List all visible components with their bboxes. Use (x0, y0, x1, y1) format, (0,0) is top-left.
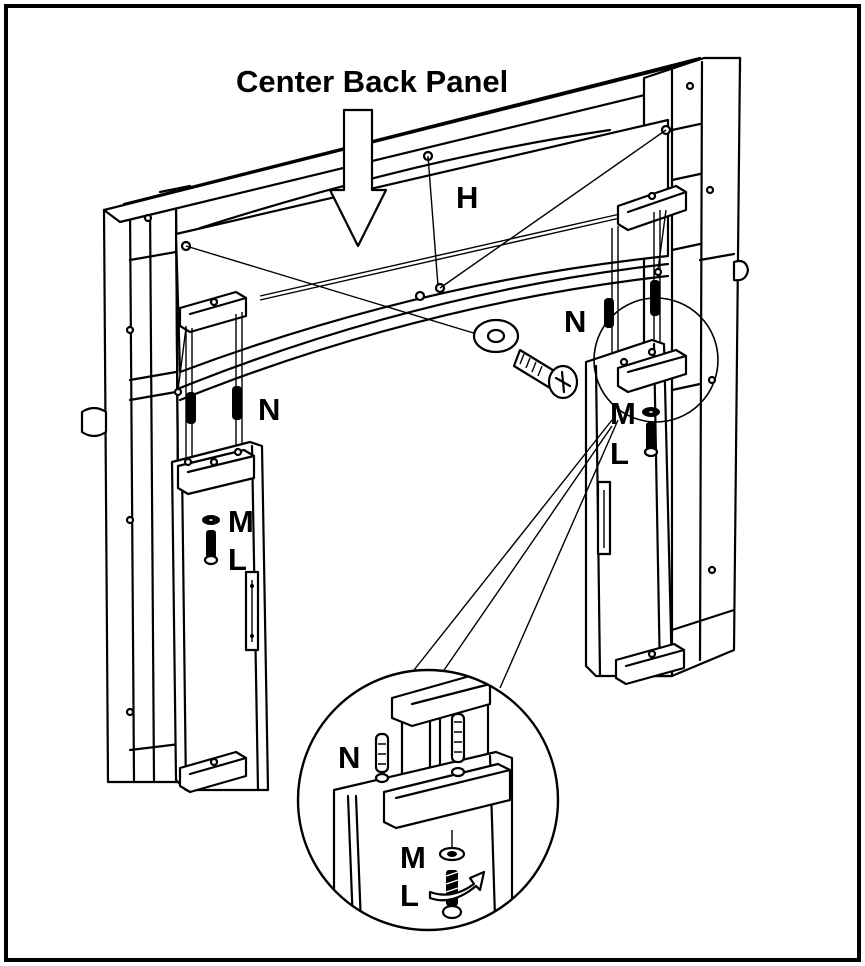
page-frame (4, 4, 861, 962)
label-l-zoom: L (400, 878, 419, 913)
washer-and-bolt (472, 318, 579, 400)
label-m-left: M (228, 504, 254, 539)
right-leg-bracket (584, 184, 688, 686)
label-l-right: L (610, 436, 629, 471)
callout-lines (413, 419, 619, 689)
label-m-right: M (610, 396, 636, 431)
diagram-title: Center Back Panel (236, 64, 508, 99)
down-arrow-icon (328, 108, 388, 248)
label-h: H (456, 180, 478, 215)
label-n-left: N (258, 392, 280, 427)
label-m-zoom: M (400, 840, 426, 875)
center-back-panel-h (174, 118, 672, 402)
label-n-right: N (564, 304, 586, 339)
left-leg-bracket (170, 290, 270, 794)
label-n-zoom: N (338, 740, 360, 775)
label-l-left: L (228, 542, 247, 577)
detail-callout-circle (593, 297, 719, 423)
zoom-detail (296, 668, 560, 932)
